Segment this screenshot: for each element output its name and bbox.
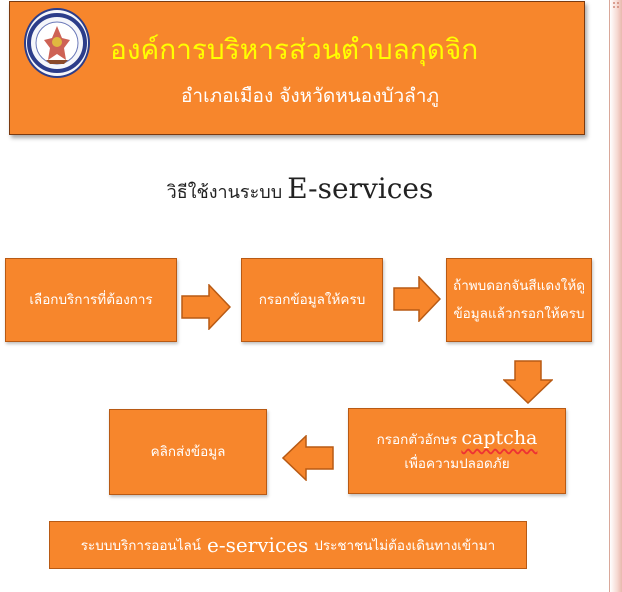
captcha-keyword: captcha <box>461 427 538 449</box>
page-edge-shadow <box>610 0 622 592</box>
arrow-right-icon <box>393 276 441 322</box>
step-label: กรอกข้อมูลให้ครบ <box>258 292 366 308</box>
heading-thai: วิธีใช้งานระบบ <box>166 182 283 203</box>
organization-seal-icon <box>24 8 90 78</box>
step-select-service: เลือกบริการที่ต้องการ <box>5 258 177 342</box>
arrow-down-icon <box>503 360 553 404</box>
arrow-right-icon <box>181 284 231 330</box>
header-subtitle: อำเภอเมือง จังหวัดหนองบัวลำภู <box>181 85 439 107</box>
step-submit-data: คลิกส่งข้อมูล <box>109 409 267 495</box>
footer-suffix: ประชาชนไม่ต้องเดินทางเข้ามา <box>314 538 496 554</box>
footer-prefix: ระบบบริการออนไลน์ <box>80 538 201 554</box>
step-check-red-asterisk: ถ้าพบดอกจันสีแดงให้ดูข้อมูลแล้วกรอกให้คร… <box>446 258 592 342</box>
arrow-left-icon <box>282 435 334 481</box>
step-label: เลือกบริการที่ต้องการ <box>29 292 153 308</box>
heading-english: E-services <box>287 172 434 205</box>
corner-dots-icon <box>613 2 619 8</box>
step-label: ถ้าพบดอกจันสีแดงให้ดูข้อมูลแล้วกรอกให้คร… <box>453 278 585 322</box>
page-edge-line <box>609 0 610 592</box>
page-heading: วิธีใช้งานระบบ E-services <box>0 172 600 206</box>
footer-banner: ระบบบริการออนไลน์ e-services ประชาชนไม่ต… <box>49 521 527 569</box>
footer-keyword: e-services <box>207 533 309 557</box>
header-title: องค์การบริหารส่วนตำบลกุดจิก <box>110 33 479 66</box>
step-fill-information: กรอกข้อมูลให้ครบ <box>241 258 383 342</box>
step-enter-captcha: กรอกตัวอักษร captcha เพื่อความปลอดภัย <box>348 408 566 494</box>
header-banner: องค์การบริหารส่วนตำบลกุดจิก อำเภอเมือง จ… <box>9 1 585 135</box>
captcha-line: กรอกตัวอักษร captcha <box>377 426 538 452</box>
step-label: คลิกส่งข้อมูล <box>150 444 226 460</box>
step-label-suffix: เพื่อความปลอดภัย <box>404 456 510 472</box>
step-label-prefix: กรอกตัวอักษร <box>376 432 458 448</box>
